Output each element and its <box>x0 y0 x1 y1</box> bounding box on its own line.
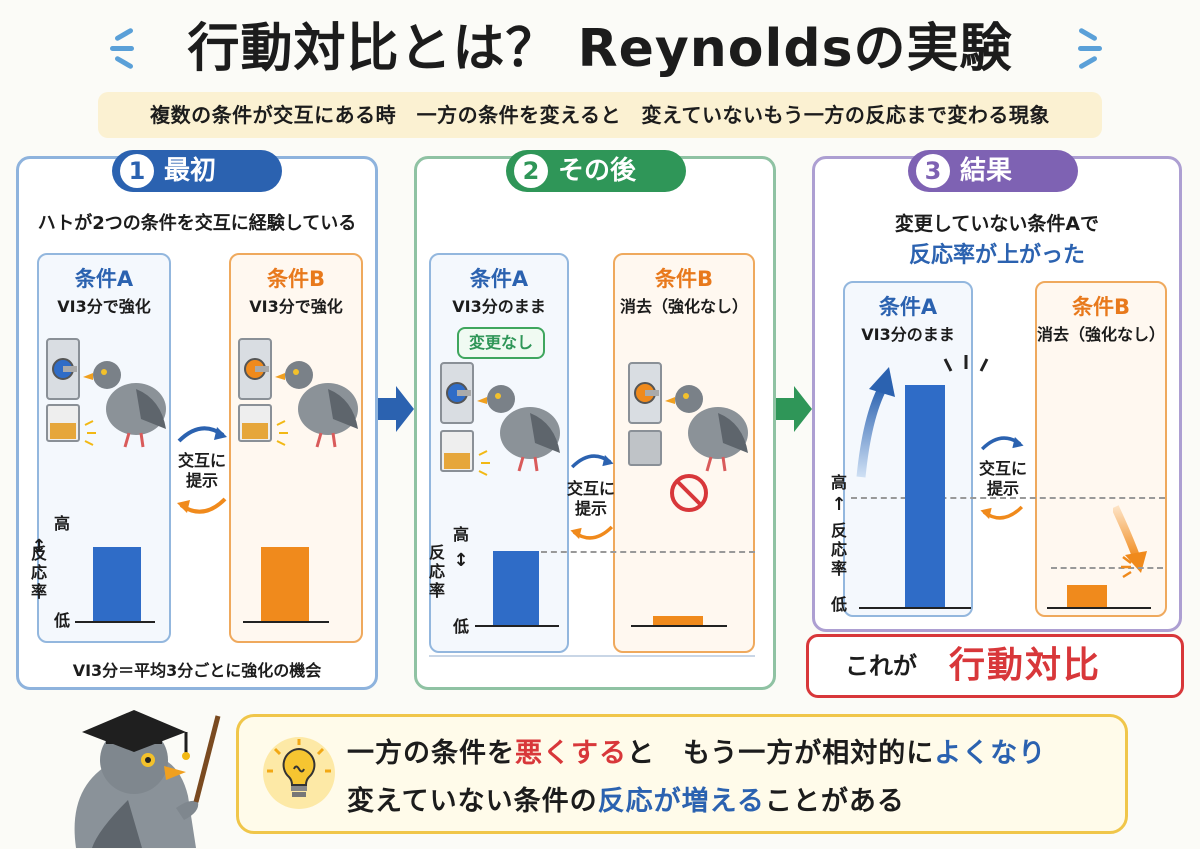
panel3-condition-b: 条件B 消去（強化なし） <box>1035 281 1167 617</box>
sparkle-left-icon <box>108 27 152 70</box>
panel1-description: ハトが2つの条件を交互に経験している <box>37 213 357 234</box>
condition-b-title: 条件B <box>1071 295 1130 319</box>
panel1-alternate-label: 交互に提示 <box>177 451 226 490</box>
panel2-axis-name: 反応率 <box>428 543 445 600</box>
result-callout: これが 行動対比 <box>806 634 1184 698</box>
panel1-axis-name: 反応率 <box>30 544 47 601</box>
alternate-arrow-back-icon <box>980 505 1024 520</box>
condition-b-schedule: 消去（強化なし） <box>619 297 748 316</box>
step-number: 3 <box>916 154 950 188</box>
result-prefix: これが <box>845 652 917 680</box>
pigeon-with-key-a-icon <box>46 338 166 448</box>
pigeon-with-no-food-icon <box>628 362 748 512</box>
panel3-heading: 3 結果 <box>908 150 1078 192</box>
panel2-baseline-b <box>631 625 727 627</box>
lightbulb-icon <box>263 737 335 809</box>
panel1-axis-low: 低 <box>53 611 70 630</box>
tip-line-2: 変えていない条件の反応が増えることがある <box>347 779 905 818</box>
panel2-bar-a <box>493 551 539 625</box>
panel3-alternate-label: 交互に提示 <box>978 459 1027 498</box>
panel3-baseline-b <box>1047 607 1151 609</box>
panel1-condition-b: 条件B VI3分で強化 <box>229 253 363 643</box>
panel1-bar-b <box>261 547 309 621</box>
condition-b-schedule: VI3分で強化 <box>249 297 343 316</box>
condition-a-title: 条件A <box>74 267 134 291</box>
panel3-bar-a <box>905 385 945 607</box>
next-step-arrow-icon <box>776 386 812 432</box>
condition-a-schedule: VI3分で強化 <box>57 297 151 316</box>
panel3-previous-level-line <box>851 497 1165 499</box>
condition-b-title: 条件B <box>266 267 325 291</box>
alternate-arrow-back-icon <box>570 525 614 540</box>
page-title: 行動対比とは？ Reynoldsの実験 <box>187 19 1013 79</box>
sparkle-right-icon <box>1060 27 1104 70</box>
panel3-heading-text: 結果 <box>960 156 1013 186</box>
tip-line2-increase: 反応が増える <box>597 786 765 817</box>
pigeon-with-key-b-icon <box>238 338 358 448</box>
panel3-axis-name: 反応率 <box>830 521 847 578</box>
unchanged-badge: 変更なし <box>457 327 545 359</box>
pigeon-with-key-a-icon <box>440 362 560 476</box>
next-step-arrow-icon <box>378 386 414 432</box>
condition-a-title: 条件A <box>878 295 938 319</box>
panel-after: 条件A VI3分のまま 変更なし 条件B 消去（強化なし） <box>414 156 776 690</box>
panel1-heading: 1 最初 <box>112 150 282 192</box>
tip-line2-part-c: ことがある <box>764 786 905 817</box>
panel-result: 変更していない条件Aで 反応率が上がった 条件A VI3分のまま 条件B 消去（… <box>812 156 1182 632</box>
panel2-axis-arrow: ↕ <box>453 550 469 571</box>
panel2-axis-high: 高 <box>452 525 469 544</box>
professor-pigeon-icon <box>74 710 221 848</box>
panel1-baseline-b <box>243 621 329 623</box>
panel1-heading-text: 最初 <box>164 156 217 186</box>
alternate-arrow-forward-icon <box>570 454 614 469</box>
panel3-description-line1: 変更していない条件Aで <box>894 213 1100 235</box>
panel1-baseline-a <box>75 621 155 623</box>
key-point-box: 一方の条件を悪くすると もう一方が相対的によくなり 変えていない条件の反応が増え… <box>236 714 1128 834</box>
panel1-bar-a <box>93 547 141 621</box>
increase-arrow-icon <box>856 367 895 478</box>
tip-line1-part-c: と もう一方が相対的に <box>627 738 935 769</box>
tip-line1-part-a: 一方の条件を <box>347 738 515 769</box>
condition-b-schedule: 消去（強化なし） <box>1037 325 1166 344</box>
panel2-bar-b <box>653 616 703 625</box>
panel2-baseline-a <box>475 625 559 627</box>
result-term: 行動対比 <box>949 645 1102 686</box>
condition-a-title: 条件A <box>469 267 529 291</box>
panel3-axis-arrow: ↑ <box>831 494 847 515</box>
condition-a-schedule: VI3分のまま <box>452 297 546 316</box>
panel1-axis-high: 高 <box>53 514 70 533</box>
step-number: 1 <box>120 154 154 188</box>
panel3-description-line2: 反応率が上がった <box>908 243 1085 268</box>
panel3-axis-high: 高 <box>830 473 847 492</box>
subtitle-banner: 複数の条件が交互にある時 一方の条件を変えると 変えていないもう一方の反応まで変… <box>98 92 1102 138</box>
panel1-axis-arrow: ↕ <box>31 536 47 557</box>
alternate-arrow-forward-icon <box>177 426 227 443</box>
panel2-heading-text: その後 <box>558 156 637 186</box>
panel2-reference-line <box>541 551 755 553</box>
step-number: 2 <box>514 154 548 188</box>
panel3-baseline-a <box>859 607 971 609</box>
drop-burst-icon <box>1121 556 1132 579</box>
panel2-heading: 2 その後 <box>506 150 686 192</box>
panel1-footnote: VI3分＝平均3分ごとに強化の機会 <box>72 661 322 680</box>
panel3-bar-b <box>1067 585 1107 607</box>
condition-a-schedule: VI3分のまま <box>861 325 955 344</box>
panel2-alternate-label: 交互に提示 <box>566 479 615 518</box>
tip-line-1: 一方の条件を悪くすると もう一方が相対的によくなり <box>347 731 1046 770</box>
subtitle: 複数の条件が交互にある時 一方の条件を変えると 変えていないもう一方の反応まで変… <box>150 103 1050 127</box>
tip-line1-worsen: 悪くする <box>515 738 627 769</box>
panel-initial: ハトが2つの条件を交互に経験している 条件A VI3分で強化 条件B VI3分で… <box>16 156 378 690</box>
tip-line2-part-a: 変えていない条件の <box>347 786 598 817</box>
emphasis-lines-icon <box>943 355 989 372</box>
panel3-b-level-line <box>1051 567 1163 569</box>
condition-b-title: 条件B <box>654 267 713 291</box>
panel3-axis-low: 低 <box>830 595 847 614</box>
alternate-arrow-forward-icon <box>980 436 1024 451</box>
panel2-axis-low: 低 <box>452 617 469 636</box>
panel2-floor-line <box>429 655 755 657</box>
alternate-arrow-back-icon <box>177 497 227 514</box>
tip-line1-improve: よくなり <box>934 738 1047 769</box>
